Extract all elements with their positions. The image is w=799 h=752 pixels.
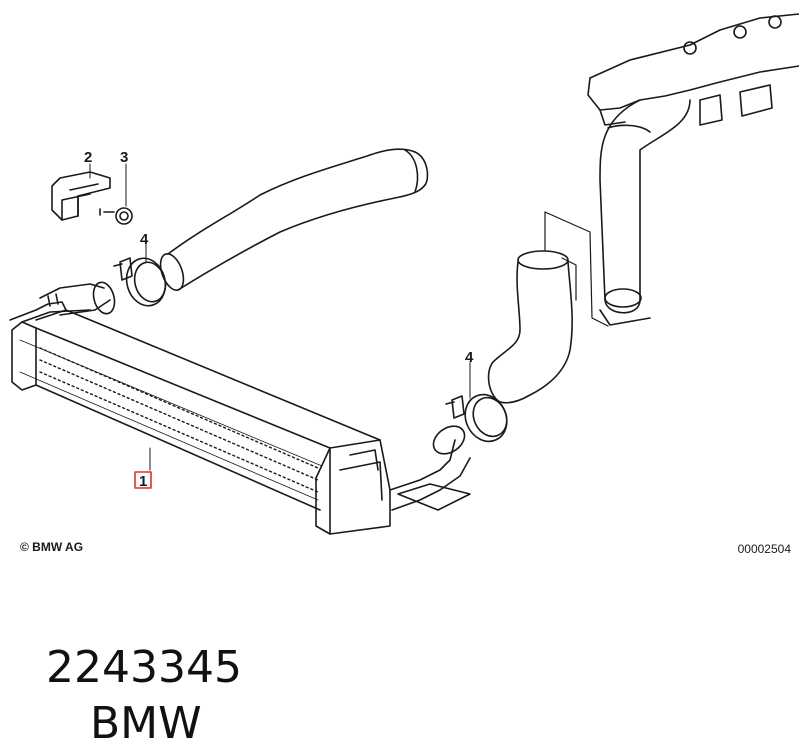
brand-name: BMW [89, 698, 202, 749]
callout-part-1: 1 [139, 473, 147, 490]
caption: 2243345 BMW [18, 584, 242, 752]
intercooler-drawing [9, 281, 471, 535]
callout-part-4-lower: 4 [465, 349, 474, 366]
intake-manifold-drawing [587, 13, 799, 326]
part-1-highlight-box [134, 471, 152, 489]
parts-diagram: 2 3 4 4 1 [9, 13, 799, 535]
lower-hose-drawing [487, 250, 573, 404]
bolt-drawing [99, 207, 133, 225]
upper-hose-drawing [159, 148, 429, 291]
callout-part-2: 2 [84, 149, 92, 166]
lower-hose-clamp-drawing [445, 393, 508, 443]
copyright-label: © BMW AG [20, 540, 84, 554]
callout-leaders [89, 163, 471, 399]
callout-part-3: 3 [120, 149, 128, 166]
reference-lines [544, 211, 609, 327]
bracket-drawing [51, 171, 111, 221]
upper-hose-clamp-drawing [113, 257, 167, 307]
part-number: 2243345 [45, 642, 242, 693]
callout-part-4-upper: 4 [140, 231, 149, 248]
diagram-id-label: 00002504 [737, 542, 791, 556]
